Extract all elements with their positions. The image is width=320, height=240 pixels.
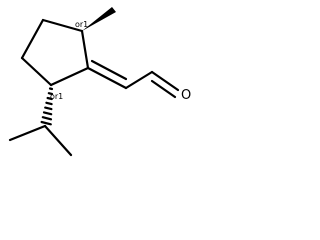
bond-carbonyl-outer [150,70,180,92]
bond-isopropyl-right [43,124,73,157]
molecule-structure-diagram: O or1 or1 [8,7,191,157]
bond-vinyl-aldehyde [124,70,154,90]
wedge-bond-methyl [82,7,116,31]
stereo-label-top: or1 [75,20,88,29]
bond-isopropyl-left [8,124,47,142]
bond-exocyclic-double-inner [90,59,128,81]
bond-ring-c5-c1 [49,66,90,87]
stereo-label-bottom: or1 [50,92,63,101]
bond-carbonyl-inner [150,79,177,99]
hashed-wedge-bond-isopropyl [40,87,54,126]
bond-exocyclic-double-outer [86,66,128,90]
bond-ring-c1-c2 [80,29,90,70]
bond-ring-c2-c3 [41,18,84,33]
oxygen-atom-label: O [181,88,191,103]
bond-ring-c3-c4 [20,18,45,60]
bond-ring-c4-c5 [20,56,53,87]
